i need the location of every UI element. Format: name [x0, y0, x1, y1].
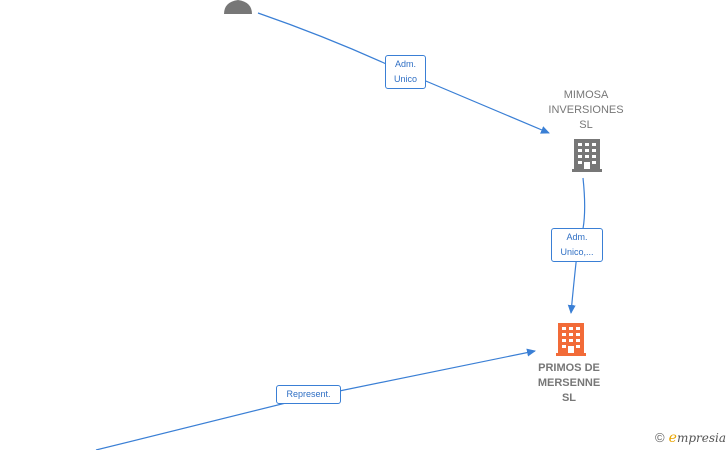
edge-label-person-to-mimosa[interactable]: Adm. Unico	[385, 55, 426, 89]
node-label-line: MIMOSA	[563, 89, 609, 101]
edge-label-line: Adm.	[566, 232, 588, 242]
edge-label-external-to-primos[interactable]: Represent.	[276, 385, 341, 404]
edge-label-mimosa-to-primos[interactable]: Adm. Unico,...	[551, 228, 603, 262]
person-icon[interactable]	[224, 0, 252, 14]
brand-name: mpresia	[676, 431, 726, 445]
node-label-mimosa[interactable]: MIMOSA INVERSIONES SL	[540, 88, 632, 133]
copyright-symbol: ©	[655, 430, 665, 445]
edge-label-line: Represent.	[286, 389, 331, 399]
empresia-watermark: ©empresia	[655, 430, 726, 446]
brand-initial: e	[668, 430, 677, 446]
node-label-line: INVERSIONES	[548, 104, 624, 116]
node-label-line: PRIMOS DE	[538, 362, 600, 374]
building-icon[interactable]	[556, 323, 586, 356]
node-label-line: MERSENNE	[537, 377, 601, 389]
node-label-primos[interactable]: PRIMOS DE MERSENNE SL	[523, 361, 615, 406]
node-label-line: SL	[561, 392, 577, 404]
building-icon[interactable]	[572, 139, 602, 172]
edge-label-line: Unico	[393, 74, 417, 84]
node-label-line: SL	[579, 119, 593, 131]
edge-label-line: Unico,...	[560, 247, 594, 257]
edge-label-line: Adm.	[394, 59, 416, 69]
